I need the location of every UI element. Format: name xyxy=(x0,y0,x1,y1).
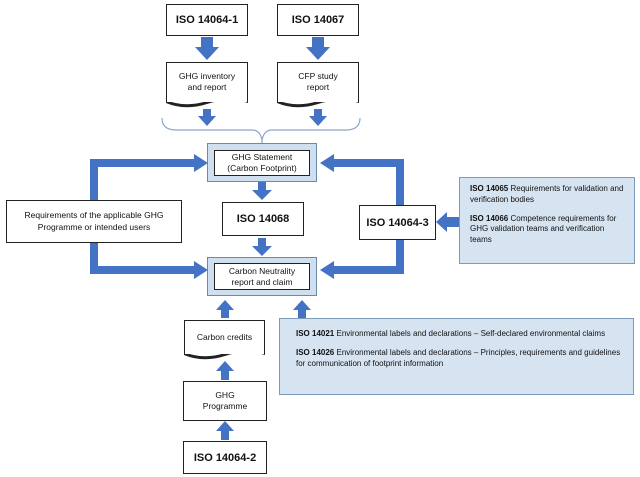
standard-code-14021: ISO 14021 xyxy=(296,329,335,338)
standard-code-14066: ISO 14066 xyxy=(470,213,509,223)
node-label: Carbon credits xyxy=(196,331,253,342)
panel-validation-standards: ISO 14065 Requirements for validation an… xyxy=(459,177,635,264)
node-iso-14064-1: ISO 14064-1 xyxy=(166,4,248,36)
arrowhead-req-neutrality xyxy=(194,261,208,279)
brace xyxy=(161,117,361,141)
node-carbon-credits: Carbon credits xyxy=(184,320,265,354)
node-programme-requirements: Requirements of the applicable GHG Progr… xyxy=(6,200,182,243)
node-label-line2: Programme xyxy=(202,401,248,411)
node-label: ISO 14068 xyxy=(236,213,290,225)
panel-environmental-labels: ISO 14021 Environmental labels and decla… xyxy=(279,318,634,395)
node-label-line1: GHG Statement xyxy=(231,152,293,163)
arrow-programme-up xyxy=(216,361,234,380)
node-label: ISO 14064-2 xyxy=(193,451,257,464)
node-ghg-programme: GHG Programme xyxy=(183,381,267,421)
node-label-line1: Carbon Neutrality xyxy=(228,265,296,276)
node-iso-14067: ISO 14067 xyxy=(277,4,359,36)
arrowhead-req-statement xyxy=(194,154,208,172)
path-14064-3-to-statement xyxy=(332,159,404,205)
node-iso-14068: ISO 14068 xyxy=(222,202,304,236)
node-label-line2: report xyxy=(306,82,330,93)
node-label-line2: report and claim xyxy=(231,276,293,287)
node-cfp-study-report: CFP study report xyxy=(277,62,359,102)
arrow-14064-1-to-inventory xyxy=(195,37,219,60)
arrow-cfp-down xyxy=(309,109,327,126)
node-iso-14064-2: ISO 14064-2 xyxy=(183,441,267,474)
node-carbon-neutrality-report: Carbon Neutrality report and claim xyxy=(214,263,310,290)
arrow-inventory-down xyxy=(198,109,216,126)
arrow-14068-to-neutrality xyxy=(252,238,272,256)
arrow-validation-to-14064-3 xyxy=(436,212,459,232)
arrow-statement-to-14068 xyxy=(252,182,272,200)
path-requirements-to-statement xyxy=(90,159,196,200)
arrowhead-3-neutrality xyxy=(320,261,334,279)
node-label-line1: GHG inventory xyxy=(178,71,236,81)
node-label-line2: and report xyxy=(187,82,227,93)
standard-text-14065: Requirements for validation and verifica… xyxy=(470,184,624,204)
node-label: ISO 14067 xyxy=(291,14,345,26)
standard-text-14026: Environmental labels and declarations – … xyxy=(296,347,621,368)
node-label-line2: (Carbon Footprint) xyxy=(227,163,297,173)
standard-code-14065: ISO 14065 xyxy=(470,184,509,193)
node-label: ISO 14064-1 xyxy=(175,14,239,26)
arrowhead-3-statement xyxy=(320,154,334,172)
node-ghg-inventory-report: GHG inventory and report xyxy=(166,62,248,102)
node-label-line1: GHG xyxy=(215,389,235,400)
standard-text-14021: Environmental labels and declarations – … xyxy=(336,329,606,338)
node-label-line1: CFP study xyxy=(298,71,338,81)
node-ghg-statement: GHG Statement (Carbon Footprint) xyxy=(214,150,310,176)
node-iso-14064-3: ISO 14064-3 xyxy=(359,205,436,240)
path-14064-3-to-neutrality xyxy=(332,240,404,274)
standard-code-14026: ISO 14026 xyxy=(296,347,335,357)
arrow-14064-2-up xyxy=(216,421,234,440)
path-requirements-to-neutrality xyxy=(90,243,196,274)
node-label-line2: Programme or intended users xyxy=(37,221,151,232)
arrow-credits-up xyxy=(216,300,234,318)
node-label: ISO 14064-3 xyxy=(366,216,429,229)
arrow-14067-to-cfp xyxy=(306,37,330,60)
arrow-labels-up xyxy=(293,300,311,318)
node-label-line1: Requirements of the applicable GHG xyxy=(24,210,164,221)
standard-text-14066: Competence requirements for GHG validati… xyxy=(470,213,617,245)
